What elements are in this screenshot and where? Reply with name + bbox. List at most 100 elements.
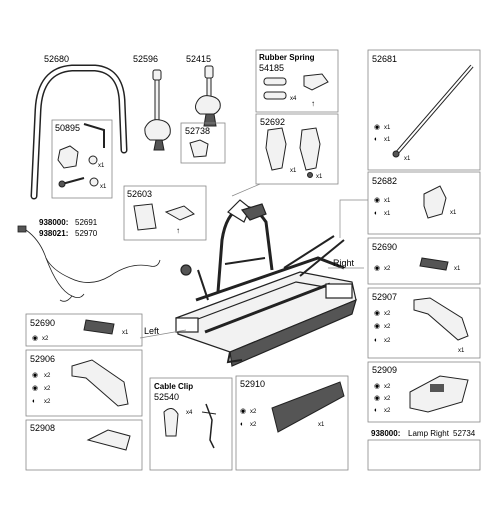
lamp-code: 938000: (371, 429, 400, 438)
label-52596: 52596 (133, 54, 158, 64)
label-52909: 52909 (372, 365, 397, 375)
part-52910 (271, 381, 345, 433)
clamps-52692 (265, 127, 321, 178)
part-52682 (423, 185, 447, 219)
box-52908 (25, 419, 143, 471)
label-52690-right: 52690 (372, 242, 397, 252)
icon-52910-a: ◉ (240, 408, 246, 415)
part-52907 (413, 297, 469, 341)
box-52738 (180, 122, 226, 164)
cable-code-1: 938000: (39, 218, 68, 227)
qty-52682-a: x1 (384, 198, 391, 204)
box-52690-right (367, 237, 481, 285)
cable-code-2: 938021: (39, 229, 68, 238)
arm-52596 (144, 69, 171, 151)
box-52909 (367, 361, 481, 423)
qty-52907-b: x2 (384, 324, 391, 330)
icon-52906-c: ◐ (32, 398, 36, 405)
hardware-50895 (57, 123, 105, 188)
icon-52690r: ◉ (374, 265, 380, 272)
qty-52682-b: x1 (384, 211, 391, 217)
part-52908 (86, 429, 131, 451)
qty-52909-a: x2 (384, 384, 391, 390)
icon-52681-b: ◐ (374, 136, 378, 143)
lamp-label: Lamp Right (408, 429, 450, 438)
qty-52906-a: x2 (44, 373, 51, 379)
qty-52909-c: x2 (384, 408, 391, 414)
qty-52906-c: x2 (44, 399, 51, 405)
icon-52907-a: ◉ (374, 310, 380, 317)
cable-num-2: 52970 (75, 229, 98, 238)
part-52738 (189, 139, 209, 158)
label-left: Left (144, 326, 160, 336)
qty-52681-c: x1 (404, 156, 411, 162)
icon-52909-a: ◉ (374, 383, 380, 390)
callout-side-line (339, 199, 368, 238)
part-52909 (409, 375, 469, 413)
qty-52682-c: x1 (450, 210, 457, 216)
arrow-52603: ↑ (176, 226, 180, 235)
qty-52690r-b: x1 (454, 266, 461, 272)
label-52681: 52681 (372, 54, 397, 64)
label-52690-left: 52690 (30, 318, 55, 328)
qty-52692-b: x1 (316, 174, 323, 180)
icon-52907-c: ◐ (374, 337, 378, 344)
qty-52690l-b: x1 (122, 330, 129, 336)
qty-52909-b: x2 (384, 396, 391, 402)
box-50895 (51, 119, 113, 199)
qty-52690r-a: x2 (384, 266, 391, 272)
qty-52907-a: x2 (384, 311, 391, 317)
rubber-springs (263, 73, 329, 100)
icon-52682-a: ◉ (374, 197, 380, 204)
box-52540 (149, 377, 233, 471)
box-52906 (25, 349, 143, 417)
label-52415: 52415 (186, 54, 211, 64)
label-52682: 52682 (372, 176, 397, 186)
box-52682 (367, 171, 481, 235)
part-52690-right (419, 257, 449, 271)
icon-52681-a: ◉ (374, 124, 380, 131)
callout-top-line (231, 183, 261, 197)
cable-clip-title: Cable Clip (154, 382, 193, 391)
icon-52909-b: ◉ (374, 395, 380, 402)
qty-52907-d: x1 (458, 348, 465, 354)
label-52910: 52910 (240, 379, 265, 389)
part-52690-left (83, 319, 115, 335)
lamp-num: 52734 (453, 429, 476, 438)
box-54185 (255, 49, 339, 113)
qty-52692-a: x1 (290, 168, 297, 174)
box-52910 (235, 375, 349, 471)
label-50895: 50895 (55, 123, 80, 133)
part-52906 (71, 359, 129, 407)
qty-52910-b: x2 (250, 422, 257, 428)
wiring-harness (17, 225, 161, 302)
icon-52910-b: ◐ (240, 421, 244, 428)
icon-52907-b: ◉ (374, 323, 380, 330)
label-52680: 52680 (44, 54, 69, 64)
box-lamp (367, 439, 481, 471)
icon-52690l: ◉ (32, 335, 38, 342)
box-52907 (367, 287, 481, 359)
icon-52906-a: ◉ (32, 372, 38, 379)
label-right: Right (333, 258, 355, 268)
icon-52906-b: ◉ (32, 385, 38, 392)
strap-52603 (133, 203, 195, 231)
label-52908: 52908 (30, 423, 55, 433)
qty-52906-b: x2 (44, 386, 51, 392)
label-54185: 54185 (259, 63, 284, 73)
icon-52909-c: ◐ (374, 407, 378, 414)
label-52692: 52692 (260, 117, 285, 127)
label-52738: 52738 (185, 126, 210, 136)
qty-52681-a: x1 (384, 125, 391, 131)
qty-52907-c: x2 (384, 338, 391, 344)
box-52690-left (25, 313, 143, 347)
rubber-spring-title: Rubber Spring (259, 53, 315, 62)
qty-52910-a: x2 (250, 409, 257, 415)
icon-52682-b: ◐ (374, 210, 378, 217)
qty-52690l-a: x2 (42, 336, 49, 342)
label-52907: 52907 (372, 292, 397, 302)
bike-carrier (175, 199, 357, 367)
label-52540: 52540 (154, 392, 179, 402)
qty-54185: x4 (290, 96, 297, 102)
